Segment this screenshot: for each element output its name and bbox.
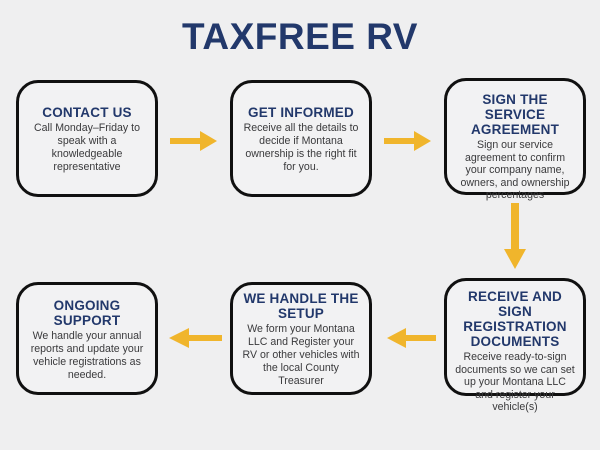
step-heading: GET INFORMED — [248, 105, 354, 121]
step-heading: SIGN THE SERVICE AGREEMENT — [470, 92, 560, 138]
step-body: We handle your annual reports and update… — [30, 329, 144, 381]
step-card-sign-the-service-agreement[interactable]: SIGN THE SERVICE AGREEMENT Sign our serv… — [444, 78, 586, 201]
page-title: TAXFREE RV — [182, 16, 418, 57]
step-heading: RECEIVE AND SIGN REGISTRATION DOCUMENTS — [463, 289, 567, 350]
arrow-left-icon-registration-documents-to-setup — [385, 325, 437, 351]
arrow-left-icon-setup-to-ongoing-support — [167, 325, 223, 351]
step-card-get-informed[interactable]: GET INFORMED Receive all the details to … — [230, 80, 372, 197]
step-body: Sign our service agreement to confirm yo… — [460, 139, 570, 202]
step-card-we-handle-the-setup[interactable]: WE HANDLE THE SETUP We form your Montana… — [230, 282, 372, 395]
step-heading: ONGOING SUPPORT — [53, 297, 121, 328]
step-body: Receive ready-to-sign documents so we ca… — [455, 351, 575, 414]
step-body: We form your Montana LLC and Register yo… — [242, 323, 360, 387]
step-body: Receive all the details to decide if Mon… — [243, 122, 359, 173]
arrow-down-icon-sign-agreement-to-registration-documents — [502, 203, 528, 271]
step-card-ongoing-support[interactable]: ONGOING SUPPORT We handle your annual re… — [16, 282, 158, 395]
step-body: Call Monday–Friday to speak with a knowl… — [34, 122, 140, 173]
step-heading: WE HANDLE THE SETUP — [243, 291, 359, 322]
step-heading: CONTACT US — [42, 105, 132, 121]
arrow-right-icon-contact-us-to-get-informed — [170, 128, 218, 154]
arrow-right-icon-get-informed-to-sign-agreement — [384, 128, 432, 154]
step-card-receive-and-sign-registration-documents[interactable]: RECEIVE AND SIGN REGISTRATION DOCUMENTS … — [444, 278, 586, 413]
step-card-contact-us[interactable]: CONTACT US Call Monday–Friday to speak w… — [16, 80, 158, 197]
